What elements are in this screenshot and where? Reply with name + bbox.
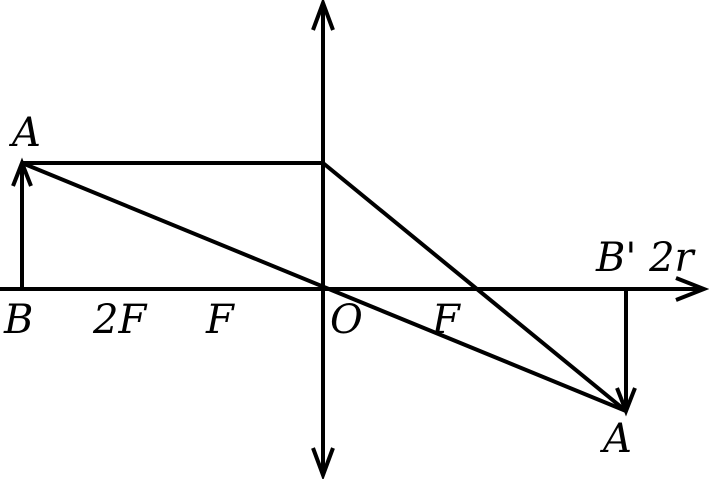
image-arrowhead (615, 387, 637, 417)
label-two-focal: 2F (92, 297, 147, 343)
label-focal-left: F (205, 297, 235, 343)
label-object-base: B (3, 297, 33, 343)
central-ray (21, 161, 627, 413)
refracted-ray (321, 161, 628, 413)
label-object-top: A (8, 110, 41, 156)
lens-bottom-arrowhead (311, 447, 335, 479)
principal-axis-arrowhead (675, 276, 709, 302)
label-focal-right: F (431, 297, 461, 343)
label-image-base-two-r: B' 2r (595, 235, 697, 281)
label-image-top: A (599, 416, 632, 462)
label-optical-center: O (330, 297, 363, 343)
lens-top-arrowhead (311, 0, 335, 31)
